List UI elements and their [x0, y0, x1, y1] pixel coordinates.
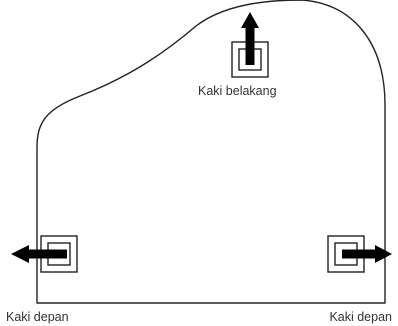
front-leg-left-label: Kaki depan: [6, 310, 69, 324]
arrow-left-icon: [11, 245, 67, 263]
rear-leg-label: Kaki belakang: [198, 84, 277, 98]
arrow-up-icon: [241, 12, 259, 65]
piano-body-outline: [36, 0, 386, 304]
arrow-right-icon: [342, 245, 392, 263]
front-leg-right-label: Kaki depan: [329, 310, 392, 324]
